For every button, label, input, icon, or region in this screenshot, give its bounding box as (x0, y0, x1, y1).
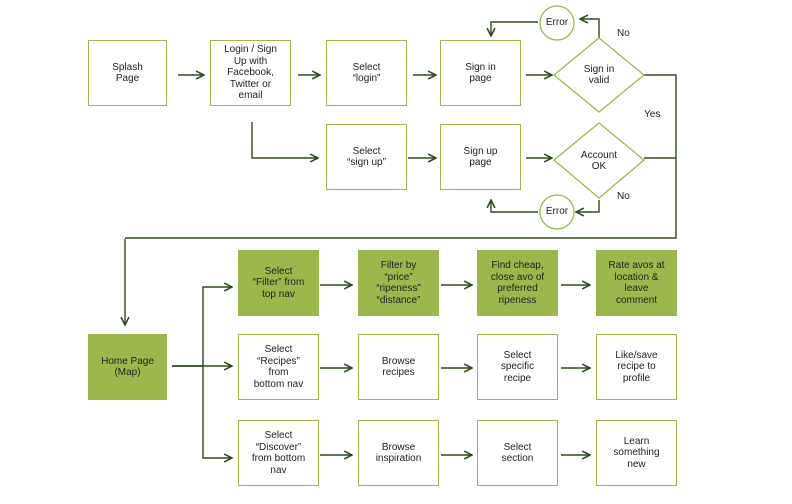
account-ok-diamond (552, 122, 646, 199)
node-browse-recipes: Browse recipes (358, 334, 439, 400)
edge-valid-yes (125, 74, 677, 239)
node-login-signup: Login / Sign Up with Facebook, Twitter o… (210, 40, 291, 106)
node-select-filter: Select “Filter” from top nav (238, 250, 319, 316)
label-error-top: Error (545, 17, 569, 29)
edge-valid-error (580, 19, 600, 38)
node-browse-inspiration: Browse inspiration (358, 420, 439, 486)
node-sign-in-page: Sign in page (440, 40, 521, 106)
node-filter-by: Filter by “price” “ripeness” “distance” (358, 250, 439, 316)
edge-home-discover (202, 366, 232, 458)
error-top-circle (539, 5, 575, 41)
node-select-specific-recipe: Select specific recipe (477, 334, 558, 400)
node-home-page: Home Page (Map) (88, 334, 167, 400)
node-select-section: Select section (477, 420, 558, 486)
node-select-login: Select “login” (326, 40, 407, 106)
node-rate-avos: Rate avos at location & leave comment (596, 250, 677, 316)
label-error-bottom: Error (545, 206, 569, 218)
edge-login-selectsignup (251, 122, 318, 158)
edge-label-no-top: No (617, 28, 630, 39)
sign-in-valid-diamond (552, 37, 646, 113)
edge-error-signup (491, 200, 538, 213)
label-account-ok: Account OK (580, 149, 618, 173)
edge-error-signin (491, 21, 538, 36)
label-sign-in-valid: Sign in valid (583, 63, 615, 87)
node-find-cheap: Find cheap, close avo of preferred ripen… (477, 250, 558, 316)
error-bottom-circle (539, 194, 575, 230)
edge-label-yes: Yes (644, 109, 661, 120)
node-sign-up-page: Sign up page (440, 124, 521, 190)
edge-account-error (576, 200, 600, 212)
edge-label-no-bottom: No (617, 191, 630, 202)
node-select-discover: Select “Discover” from bottom nav (238, 420, 319, 486)
node-select-recipes: Select “Recipes” from bottom nav (238, 334, 319, 400)
edge-home-filter (172, 287, 232, 367)
node-like-save: Like/save recipe to profile (596, 334, 677, 400)
node-learn-new: Learn something new (596, 420, 677, 486)
node-select-signup: Select “sign up” (326, 124, 407, 190)
node-splash-page: Splash Page (88, 40, 167, 106)
